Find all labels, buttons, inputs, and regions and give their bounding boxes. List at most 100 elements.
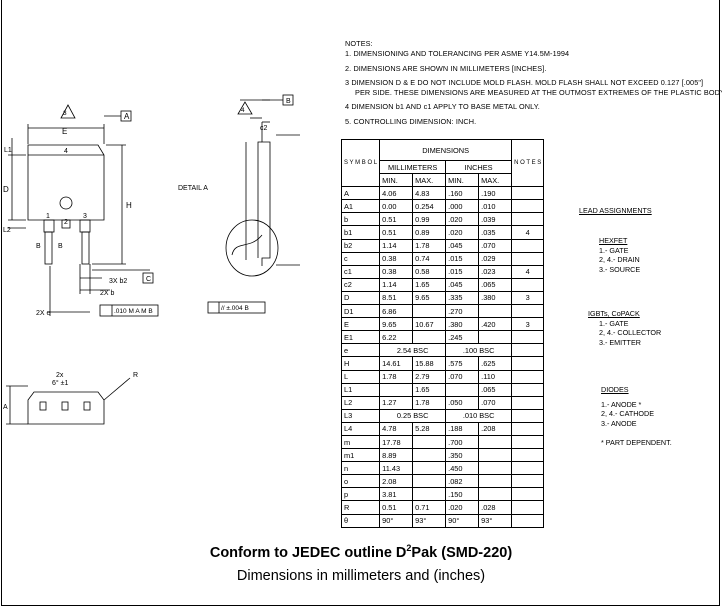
table-cell xyxy=(478,434,513,450)
caption-subtitle: Dimensions in millimeters and (inches) xyxy=(236,568,486,584)
table-cell: .010 xyxy=(478,199,513,214)
table-cell: .015 xyxy=(445,251,480,266)
table-cell: L1 xyxy=(340,382,381,397)
note-2: 2. DIMENSIONS ARE SHOWN IN MILLIMETERS [… xyxy=(345,63,547,73)
table-cell: .190 xyxy=(478,186,513,201)
table-cell: 1.78 xyxy=(412,238,447,253)
table-cell: L2 xyxy=(340,395,381,410)
note-4-triangle: 4 xyxy=(345,102,350,112)
table-cell: θ xyxy=(340,513,381,528)
label-pin-3: 3 xyxy=(83,213,87,220)
label-e: E xyxy=(62,127,67,136)
label-l1: L1 xyxy=(4,147,12,154)
table-cell: A xyxy=(340,186,381,201)
table-cell xyxy=(412,434,447,450)
table-cell: 4.78 xyxy=(379,421,414,436)
table-cell: E1 xyxy=(340,330,381,345)
table-cell: .270 xyxy=(445,304,480,319)
table-cell: .245 xyxy=(445,330,480,345)
hexfet-item: 3.- SOURCE xyxy=(599,264,641,274)
notes-col-header: N O T E S xyxy=(511,138,545,188)
table-cell: D xyxy=(340,290,381,306)
datum-c-box xyxy=(142,272,154,284)
table-cell: 1.65 xyxy=(412,382,447,397)
notes-block: NOTES: 1. DIMENSIONING AND TOLERANCING P… xyxy=(345,39,722,127)
notes-header: NOTES: xyxy=(345,39,373,48)
table-cell: 1.27 xyxy=(379,395,414,410)
table-cell: 1.78 xyxy=(379,369,414,384)
table-cell: m1 xyxy=(340,448,381,463)
table-cell: 2.08 xyxy=(379,474,414,489)
table-cell: 0.51 xyxy=(379,500,414,515)
hexfet-item: 2, 4.- DRAIN xyxy=(599,255,640,265)
table-cell: .070 xyxy=(445,369,480,384)
label-2x-e: 2X e xyxy=(36,310,51,317)
label-theta: 6° ±1 xyxy=(52,379,68,387)
table-cell: 10.67 xyxy=(412,317,447,332)
table-cell: .045 xyxy=(445,238,480,253)
hexfet-item: 1.- GATE xyxy=(599,245,629,255)
label-2x: 2x xyxy=(56,372,64,379)
table-cell xyxy=(412,448,447,463)
tolerance-frame-1 xyxy=(99,304,159,317)
lead-1 xyxy=(43,219,55,233)
table-cell: A1 xyxy=(340,199,381,214)
igbt-block: IGBTs, CoPACK 1.- GATE 2, 4.- COLLECTOR … xyxy=(588,309,661,347)
table-cell xyxy=(412,304,447,319)
table-cell: 0.74 xyxy=(412,251,447,266)
table-cell: 9.65 xyxy=(412,290,447,306)
table-cell xyxy=(511,408,545,423)
hexfet-title: HEXFET xyxy=(599,236,628,245)
table-cell: .110 xyxy=(478,369,513,384)
table-cell: .070 xyxy=(478,238,513,253)
package-front-view xyxy=(27,391,105,425)
detail-a-circle xyxy=(225,219,279,277)
note-1: 1. DIMENSIONING AND TOLERANCING PER ASME… xyxy=(345,49,570,59)
table-cell: 0.51 xyxy=(379,212,414,227)
table-cell xyxy=(445,382,480,397)
label-h: H xyxy=(126,201,132,210)
table-cell: 14.61 xyxy=(379,356,414,371)
diodes-item: 3.- ANODE xyxy=(601,418,637,428)
table-cell: p xyxy=(340,487,381,502)
diodes-block: DIODES 1.- ANODE * 2, 4.- CATHODE 3.- AN… xyxy=(601,385,672,448)
table-cell: 0.38 xyxy=(379,264,414,279)
table-cell: .575 xyxy=(445,356,480,371)
table-cell xyxy=(511,382,545,397)
table-cell: E xyxy=(340,317,381,332)
table-cell: 9.65 xyxy=(379,317,414,332)
label-tol-1: .010 M A M B xyxy=(114,308,153,315)
table-cell xyxy=(478,487,513,502)
table-cell: .065 xyxy=(478,277,513,292)
table-cell xyxy=(511,448,545,463)
note-5: 5. CONTROLLING DIMENSION: INCH. xyxy=(345,116,477,126)
table-cell xyxy=(478,330,513,345)
note-triangle-4 xyxy=(237,101,253,115)
table-cell: b1 xyxy=(340,225,381,240)
table-cell: c2 xyxy=(340,277,381,292)
label-note-4: 4 xyxy=(241,107,245,114)
dimensions-table: S Y M B O L DIMENSIONS N O T E S MILLIME… xyxy=(340,138,545,528)
table-cell: b xyxy=(340,212,381,227)
table-cell: L4 xyxy=(340,421,381,436)
table-cell: 3 xyxy=(511,317,545,332)
table-cell xyxy=(478,304,513,319)
table-cell: .010 BSC xyxy=(445,408,513,423)
table-cell xyxy=(412,474,447,489)
table-cell: 90° xyxy=(445,513,480,528)
table-cell: .150 xyxy=(445,487,480,502)
mm-header: MILLIMETERS xyxy=(379,159,447,175)
label-a-front: A xyxy=(3,404,8,411)
table-cell: 1.65 xyxy=(412,277,447,292)
table-cell: .420 xyxy=(478,317,513,332)
table-cell: .050 xyxy=(445,395,480,410)
label-detail-a: DETAIL A xyxy=(178,185,208,192)
table-cell: .029 xyxy=(478,251,513,266)
